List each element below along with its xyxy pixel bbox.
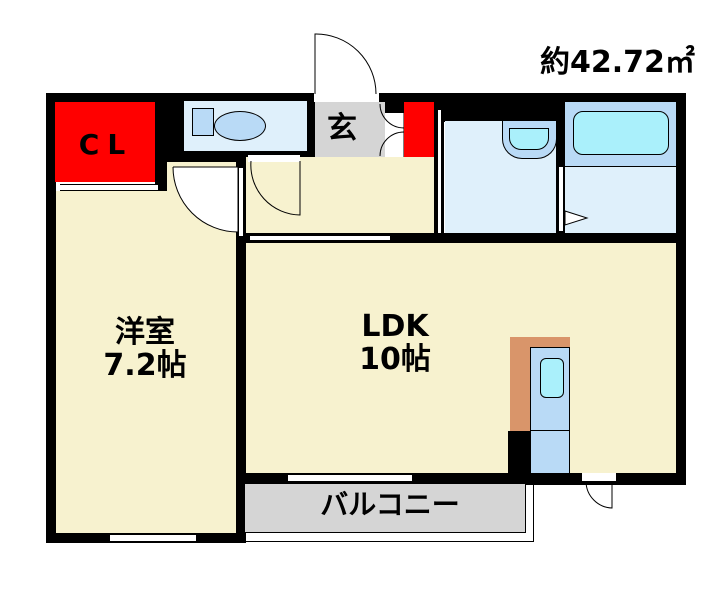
western-room-size: 7.2帖	[103, 348, 187, 383]
shoe-cabinet	[404, 102, 434, 157]
western-room-name: 洋室	[115, 315, 175, 350]
area-label: 約42.72㎡	[540, 45, 695, 80]
entrance-door-opening[interactable]	[314, 93, 379, 102]
wall	[444, 102, 564, 122]
bathtub-icon	[573, 111, 669, 155]
service-door-opening[interactable]	[582, 473, 616, 481]
drain-icon	[564, 210, 589, 226]
service-door-swing	[585, 481, 613, 509]
closet-label: CL	[78, 128, 134, 161]
entrance-label: 玄	[327, 111, 357, 146]
ldk-sliding-door[interactable]	[250, 235, 390, 241]
balcony-label: バルコニー	[320, 488, 460, 521]
entrance-door-swing	[314, 33, 377, 95]
hallway	[246, 157, 436, 235]
balcony-window[interactable]	[288, 474, 412, 482]
outer-wall	[676, 93, 686, 485]
ldk-label: LDK 10帖	[330, 310, 460, 376]
western-room-label: 洋室 7.2帖	[80, 316, 210, 382]
balcony-rail	[245, 484, 534, 542]
ldk	[246, 243, 676, 474]
toilet-door-swing	[250, 160, 301, 216]
western-room-door-swing	[172, 166, 239, 233]
washroom-sliding-door[interactable]	[437, 110, 442, 235]
toilet-door-opening[interactable]	[248, 155, 300, 162]
wall	[508, 431, 530, 474]
kitchen-sink-icon	[540, 358, 564, 398]
entrance	[315, 102, 385, 157]
balcony	[245, 484, 526, 533]
wall	[236, 240, 246, 542]
toilet-icon	[214, 111, 266, 141]
closet	[55, 102, 157, 182]
wall	[155, 102, 167, 194]
western-room-window[interactable]	[110, 534, 196, 542]
washbasin-icon	[509, 128, 549, 150]
western-room	[56, 191, 236, 533]
outer-wall	[46, 93, 56, 543]
stove	[530, 431, 570, 474]
ldk-name: LDK	[361, 309, 429, 344]
toilet-tank	[192, 108, 214, 136]
bathroom-door[interactable]	[558, 167, 564, 231]
closet-sliding-door[interactable]	[60, 184, 158, 191]
ldk-size: 10帖	[359, 342, 431, 377]
wall	[236, 233, 686, 243]
